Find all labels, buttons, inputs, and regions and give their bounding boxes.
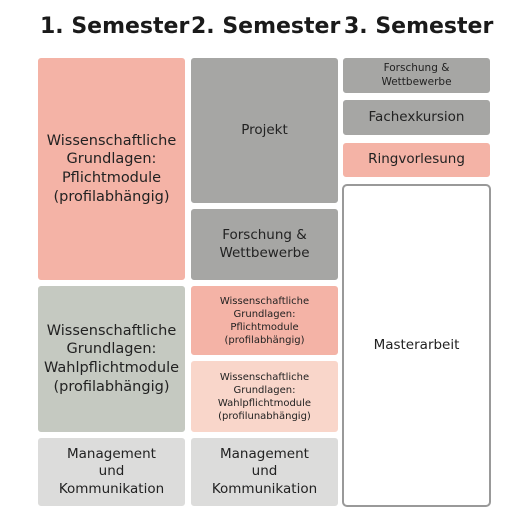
sem2-grundlagen-wahlpflicht-module: Wissenschaftliche Grundlagen: Wahlpflich… <box>190 360 339 433</box>
sem3-ringvorlesung: Ringvorlesung <box>342 142 491 178</box>
sem3-fachexkursion: Fachexkursion <box>342 99 491 136</box>
sem1-management-kommunikation: Management und Kommunikation <box>37 437 186 507</box>
semester-2-header: 2. Semester <box>191 14 341 39</box>
sem2-forschung-wettbewerbe: Forschung & Wettbewerbe <box>190 208 339 281</box>
sem3-masterarbeit: Masterarbeit <box>342 184 491 507</box>
semester-3-header: 3. Semester <box>344 14 494 39</box>
sem3-forschung-wettbewerbe: Forschung & Wettbewerbe <box>342 57 491 94</box>
semester-1-header: 1. Semester <box>40 14 190 39</box>
sem2-grundlagen-pflicht-module: Wissenschaftliche Grundlagen: Pflichtmod… <box>190 285 339 356</box>
sem1-grundlagen-pflicht-module: Wissenschaftliche Grundlagen: Pflichtmod… <box>37 57 186 281</box>
sem2-management-kommunikation: Management und Kommunikation <box>190 437 339 507</box>
sem1-grundlagen-wahlpflicht-module: Wissenschaftliche Grundlagen: Wahlpflich… <box>37 285 186 433</box>
sem2-projekt: Projekt <box>190 57 339 204</box>
